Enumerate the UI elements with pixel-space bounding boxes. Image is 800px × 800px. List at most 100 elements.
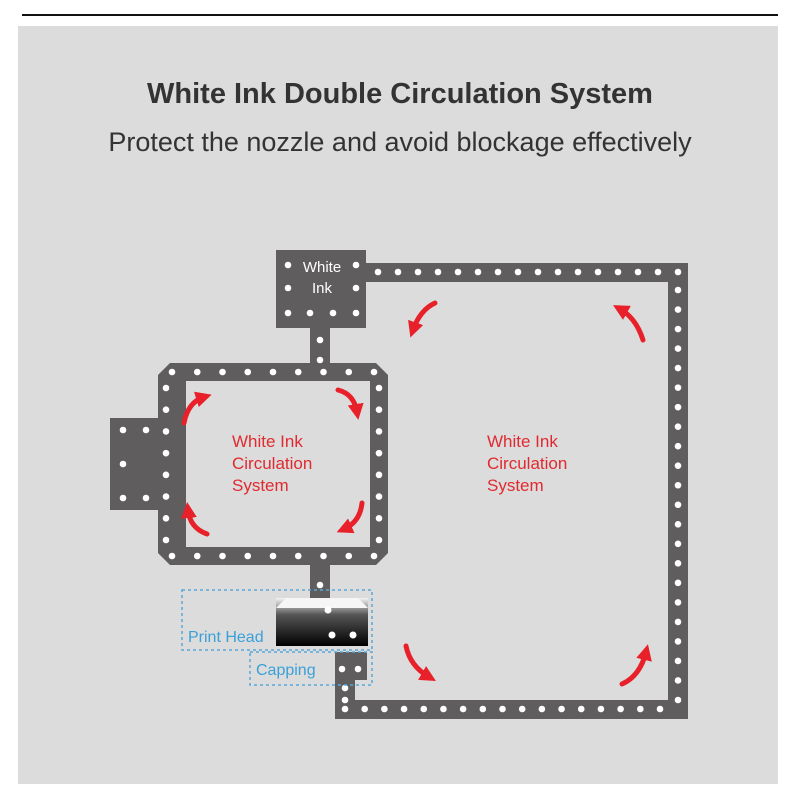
pipe-dot (119, 460, 127, 468)
pipe-dot (637, 705, 644, 713)
pipe-dot (244, 552, 252, 560)
pipe-dot (394, 268, 402, 276)
pipe-dot (674, 501, 682, 509)
page-title: White Ink Double Circulation System (147, 78, 653, 110)
outer-label-line: Circulation (487, 454, 567, 473)
page-subtitle: Protect the nozzle and avoid blockage ef… (108, 127, 692, 157)
pipe-dot (674, 384, 682, 391)
pipe-dot (420, 705, 428, 713)
pipe-dot (459, 705, 467, 713)
pipe-dot (352, 309, 360, 317)
pipe-dot (518, 705, 526, 713)
pipe-dot (656, 705, 664, 713)
pipe-dot (674, 677, 682, 684)
capping-dashed-box (249, 651, 373, 686)
pipe-dot (341, 696, 349, 704)
pipe-dot (329, 309, 337, 317)
pipe-dot (294, 552, 302, 560)
pipe-dot (674, 423, 682, 430)
flow-arrow-icon (336, 500, 365, 534)
flow-arrow-icon (180, 502, 210, 537)
pipe-dot (320, 552, 327, 560)
pipe-dot (558, 705, 565, 713)
pipe-dot (168, 368, 176, 376)
flow-arrow-icon (613, 305, 646, 343)
pipe-dot (284, 284, 292, 292)
tank-label-ink: Ink (312, 280, 333, 297)
pipe-dot (269, 368, 277, 376)
pipe-dot (119, 494, 127, 502)
pipe-dot (534, 268, 542, 276)
outer-label-line: White Ink (487, 432, 558, 451)
flow-arrow-icon (403, 643, 436, 682)
pipe-dot (354, 665, 362, 673)
top-divider (22, 14, 778, 16)
pipe-dot (674, 618, 682, 626)
pipe-dot (341, 684, 349, 692)
pipe-dot (361, 705, 368, 713)
pipe-dot (370, 368, 378, 376)
pipe-dot (674, 364, 682, 372)
inner-label-line: System (232, 476, 289, 495)
pipe-dot (294, 368, 302, 376)
pipe-dot (375, 493, 383, 500)
inner-loop-frame (158, 363, 388, 565)
pipe-dot (345, 552, 353, 560)
pipe-dots (119, 261, 682, 713)
pipe-dot (614, 268, 622, 276)
pipe-dot (269, 552, 277, 560)
pipe-dot (674, 579, 682, 587)
pipe-dot (440, 705, 447, 713)
pipe-dot (594, 268, 602, 276)
pipe-dot (352, 284, 360, 292)
pipe-dot (674, 481, 682, 489)
pipe-dot (316, 356, 324, 364)
pipe-dot (284, 309, 292, 317)
pipe-dot (162, 449, 170, 457)
pipe-dot (674, 345, 682, 352)
pipe-dot (514, 268, 522, 276)
pipe-dot (674, 306, 682, 313)
pipe-dot (338, 665, 346, 673)
capping-block (335, 652, 367, 680)
pipe-dot (674, 268, 682, 276)
pipe-dot (244, 368, 252, 376)
pipe-dot (306, 309, 314, 317)
pipe-dot (316, 581, 324, 589)
outer-pipe-right (668, 263, 688, 719)
pipe-dot (219, 368, 226, 376)
pipe-dot (499, 705, 506, 713)
pipe-dot (674, 657, 682, 665)
pipe-dot (577, 705, 585, 713)
pipe-dot (617, 705, 624, 713)
pipe-dot (414, 268, 422, 276)
pipe-dot (352, 261, 360, 269)
pipe-dot (538, 705, 546, 713)
tank-label-white: White (303, 259, 341, 276)
pipe-dot (374, 268, 382, 276)
pipe-dot (674, 638, 682, 645)
flow-arrow-icon (619, 644, 652, 687)
tank-connector (310, 326, 330, 366)
pipe-dot (674, 462, 682, 470)
pipe-dot (674, 403, 682, 411)
pipe-dot (574, 268, 582, 276)
outer-pipe-bottom (335, 700, 688, 719)
pipe-dot (375, 514, 383, 522)
outer-loop-label: White Ink Circulation System (487, 432, 567, 495)
pipe-dot (142, 494, 150, 502)
pipe-dot (375, 428, 383, 435)
print-head-top-bevel (276, 598, 368, 608)
pipe-dot (345, 368, 353, 376)
pipe-dot (454, 268, 462, 276)
pipe-dot (162, 514, 170, 522)
flow-arrow-icon (181, 391, 212, 426)
pipe-dot (674, 599, 682, 606)
pipe-dot (320, 368, 327, 376)
pipe-dot (654, 268, 662, 276)
inner-label-line: White Ink (232, 432, 303, 451)
pipe-dot (474, 268, 482, 276)
pipe-dot (381, 705, 388, 713)
pipe-dot (193, 552, 201, 560)
